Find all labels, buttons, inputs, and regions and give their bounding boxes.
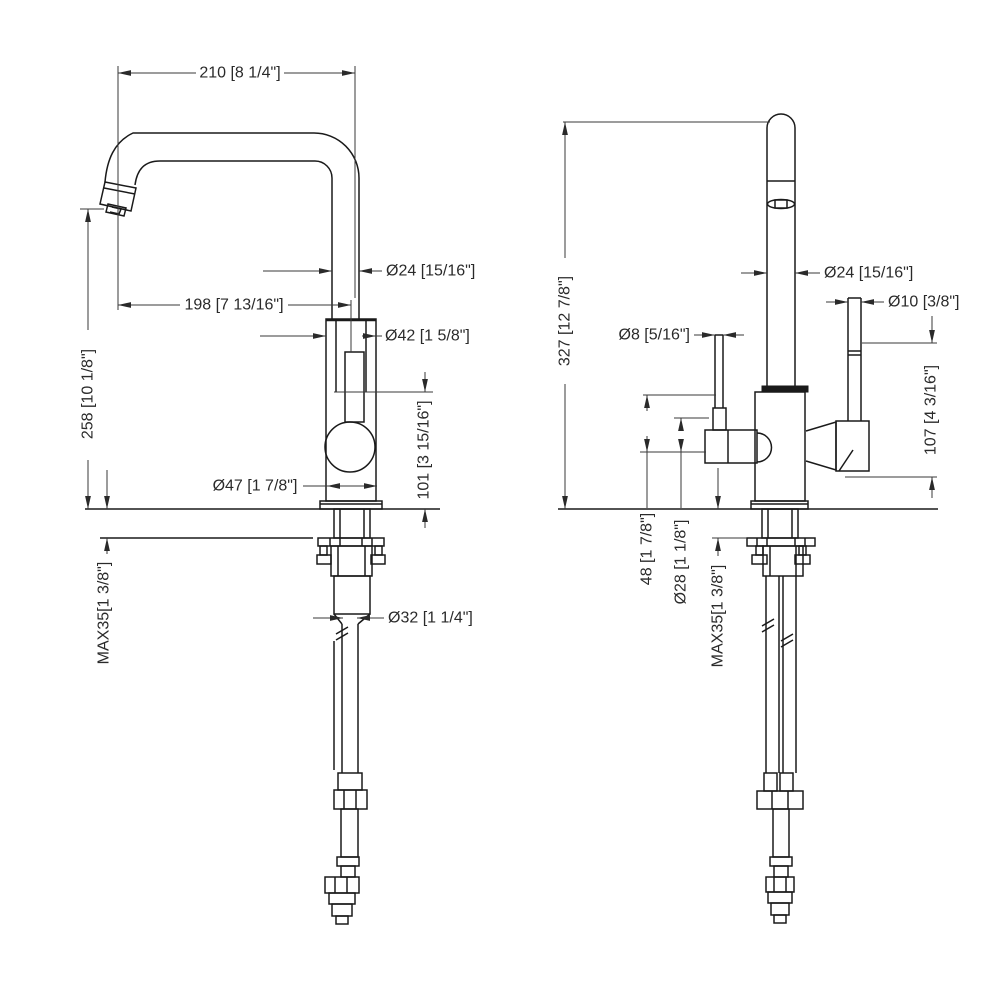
side-dia-10-label: Ø10 [3/8"]: [888, 294, 960, 311]
front-supply-hose: [324, 575, 371, 925]
hose-hex-nut-side: [756, 790, 804, 810]
side-filter-valve: [704, 334, 773, 464]
handle-lever-front: [344, 351, 365, 423]
hose-end-hex-front: [324, 876, 360, 894]
side-dia-8-label: Ø8 [5/16"]: [619, 327, 691, 344]
side-supply-hoses: [756, 576, 804, 924]
front-dim-258-label: 258 [10 1/8"]: [80, 349, 97, 439]
front-max35-label: MAX35[1 3/8"]: [96, 562, 113, 665]
front-dim-101-label: 101 [3 15/16"]: [416, 400, 433, 499]
front-view: [85, 132, 440, 925]
spout-outlet-side: [766, 198, 796, 210]
side-lever-handle: [805, 297, 870, 472]
front-spout: [104, 132, 360, 319]
front-dia-24-label: Ø24 [15/16"]: [386, 263, 475, 280]
front-body: [319, 318, 383, 510]
side-body: [750, 385, 809, 510]
side-dia-28-label: Ø28 [1 1/8"]: [673, 520, 690, 605]
side-dim-107-label: 107 [4 3/16"]: [923, 365, 940, 455]
front-dia-47-label: Ø47 [1 7/8"]: [213, 478, 298, 495]
side-dim-327-label: 327 [12 7/8"]: [557, 276, 574, 366]
handle-ball-front: [324, 421, 376, 473]
base-flange-side: [750, 500, 809, 510]
front-dim-198-label: 198 [7 13/16"]: [184, 297, 283, 314]
side-max35-label: MAX35[1 3/8"]: [710, 565, 727, 668]
base-flange-front: [319, 500, 383, 510]
side-mounting-hardware: [746, 508, 816, 577]
front-dia-42-label: Ø42 [1 5/8"]: [385, 328, 470, 345]
front-mounting-hardware: [316, 508, 386, 577]
front-dim-210-label: 210 [8 1/4"]: [199, 65, 280, 82]
hose-hex-nut-front: [333, 789, 368, 810]
side-view-dimensions: 327 [12 7/8"] Ø24 [15/16"] Ø10 [3/8"] Ø8…: [557, 121, 960, 668]
side-dia-24-label: Ø24 [15/16"]: [824, 265, 913, 282]
side-spout-column: [766, 113, 796, 386]
aerator-outlet: [105, 203, 127, 217]
front-spray-head: [99, 181, 137, 217]
front-view-dimensions: 210 [8 1/4"] 198 [7 13/16"] 258 [10 1/8"…: [80, 65, 476, 665]
side-view: [558, 113, 938, 924]
side-dim-48-label: 48 [1 7/8"]: [639, 513, 656, 585]
front-dia-32-label: Ø32 [1 1/4"]: [388, 610, 473, 627]
hose-end-hex-side: [765, 876, 795, 893]
